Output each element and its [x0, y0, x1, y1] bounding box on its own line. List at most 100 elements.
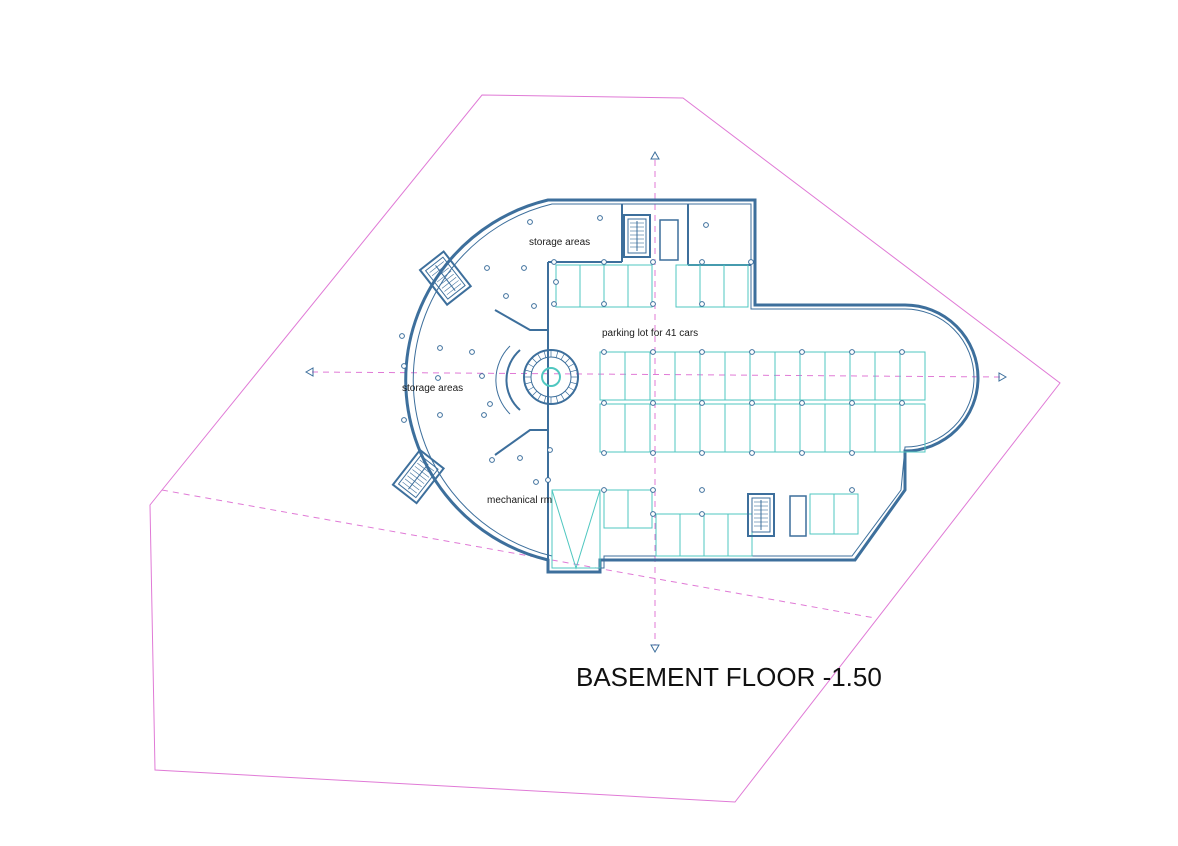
spiral-step — [524, 369, 532, 373]
column-icon — [487, 401, 493, 407]
stair-inner — [751, 497, 771, 533]
column-icon — [527, 219, 533, 225]
stair-icon — [391, 448, 446, 505]
column-icon — [899, 400, 905, 406]
spiral-step — [531, 357, 538, 364]
column-icon — [799, 450, 805, 456]
stair-divider — [435, 265, 456, 292]
column-icon — [650, 259, 656, 265]
column-icon — [601, 301, 607, 307]
parking-columns — [399, 215, 905, 517]
parking-stalls — [555, 264, 926, 557]
parking-stall — [599, 403, 626, 453]
column-icon — [437, 412, 443, 418]
column-icon — [551, 301, 557, 307]
parking-stall — [774, 403, 801, 453]
column-icon — [435, 375, 441, 381]
column-icon — [699, 511, 705, 517]
axis-marker-icon — [998, 372, 1008, 382]
column-icon — [503, 293, 509, 299]
stair-enclosure — [391, 448, 446, 505]
core-room — [659, 219, 679, 261]
stair-enclosure — [418, 250, 473, 307]
stair-tread — [412, 469, 427, 481]
label-storage-left: storage areas — [402, 383, 463, 394]
parking-stall — [833, 493, 859, 535]
parking-stall — [799, 403, 826, 453]
column-icon — [551, 259, 557, 265]
stair-divider — [408, 463, 429, 490]
horizontal-axis — [311, 371, 1001, 378]
parking-stall — [699, 264, 725, 308]
parking-stall — [874, 403, 901, 453]
site-offset-line — [161, 489, 876, 619]
column-icon — [849, 487, 855, 493]
column-icon — [401, 363, 407, 369]
parking-stall — [555, 264, 581, 308]
stair-tread — [439, 273, 454, 286]
label-parking: parking lot for 41 cars — [602, 328, 698, 339]
stair-icon — [623, 214, 651, 258]
parking-stall — [675, 264, 701, 308]
parking-stall — [824, 351, 851, 401]
column-icon — [699, 301, 705, 307]
column-icon — [401, 417, 407, 423]
label-mechanical: mechanical rm — [487, 495, 552, 506]
stair-icon — [418, 250, 473, 307]
stair-inner — [397, 454, 439, 499]
stair-tread — [444, 280, 459, 292]
parking-stall — [849, 403, 876, 453]
label-storage-top: storage areas — [529, 237, 590, 248]
spiral-step — [537, 353, 542, 360]
column-icon — [531, 303, 537, 309]
column-icon — [799, 349, 805, 355]
plan-title: BASEMENT FLOOR -1.50 — [576, 662, 882, 692]
spiral-step — [543, 350, 547, 358]
parking-stall — [603, 264, 629, 308]
parking-stall — [724, 351, 751, 401]
stair-tread — [414, 466, 430, 478]
parking-stall — [624, 351, 651, 401]
axis-marker-icon — [650, 150, 660, 160]
spiral-step — [527, 363, 534, 368]
wall-storage-bottom — [494, 429, 548, 456]
column-icon — [849, 349, 855, 355]
stair-cores — [391, 214, 807, 537]
column-icon — [650, 487, 656, 493]
parking-stall — [679, 513, 705, 557]
spiral-step — [564, 357, 571, 364]
column-icon — [481, 412, 487, 418]
column-icon — [699, 400, 705, 406]
column-icon — [699, 487, 705, 493]
column-icon — [849, 450, 855, 456]
stair-tread — [409, 472, 425, 484]
axis-marker-icons — [304, 150, 1008, 654]
column-icon — [469, 349, 475, 355]
stair-tread — [417, 462, 432, 475]
stair-tread — [436, 270, 452, 283]
stair-tread — [441, 277, 457, 289]
column-icon — [597, 215, 603, 221]
parking-stall — [899, 403, 926, 453]
spiral-step — [537, 394, 542, 401]
column-icon — [601, 450, 607, 456]
column-icon — [699, 450, 705, 456]
parking-stall — [899, 351, 926, 401]
spiral-step — [560, 353, 565, 360]
axis-marker-icon — [304, 367, 314, 377]
column-icon — [601, 487, 607, 493]
column-icon — [601, 400, 607, 406]
wall-storage-top — [494, 262, 549, 331]
column-icon — [703, 222, 709, 228]
column-icon — [437, 345, 443, 351]
column-icon — [749, 400, 755, 406]
column-icon — [521, 265, 527, 271]
column-icon — [601, 349, 607, 355]
stair-icon — [747, 493, 775, 537]
stair-tread — [446, 283, 462, 295]
stair-enclosure — [623, 214, 651, 258]
parking-stall — [649, 403, 676, 453]
column-icon — [479, 373, 485, 379]
spiral-step — [555, 350, 559, 358]
